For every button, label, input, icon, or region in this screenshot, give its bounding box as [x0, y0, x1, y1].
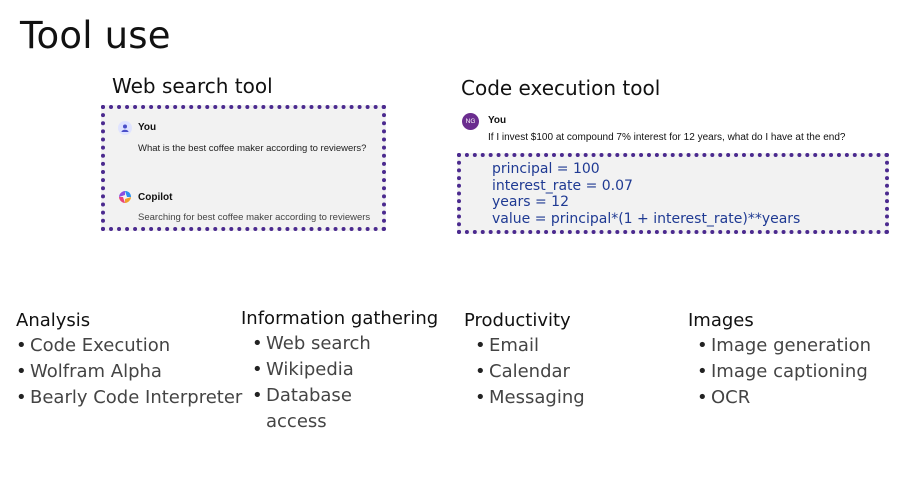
category-title: Information gathering — [241, 308, 439, 329]
category-title: Productivity — [464, 310, 571, 331]
code-exec-label: Code execution tool — [461, 76, 661, 100]
code-frame: principal = 100 interest_rate = 0.07 yea… — [457, 153, 889, 234]
user-avatar-icon — [118, 121, 132, 135]
code-line: interest_rate = 0.07 — [492, 177, 633, 194]
list-item: Messaging — [475, 385, 585, 411]
category-productivity: Productivity Email Calendar Messaging — [464, 310, 585, 411]
code-user-message: If I invest $100 at compound 7% interest… — [488, 132, 846, 143]
category-analysis: Analysis Code Execution Wolfram Alpha Be… — [16, 310, 242, 411]
assistant-name: Copilot — [138, 192, 173, 203]
list-item-text: access — [266, 411, 327, 432]
user-message: What is the best coffee maker according … — [138, 143, 367, 154]
category-title: Analysis — [16, 310, 91, 331]
list-item: Calendar — [475, 359, 585, 385]
list-item: Wikipedia — [252, 357, 438, 383]
list-item: Code Execution — [16, 333, 242, 359]
category-images: Images Image generation Image captioning… — [688, 310, 871, 411]
list-item: Database — [252, 383, 438, 409]
list-item: Email — [475, 333, 585, 359]
web-search-frame: You What is the best coffee maker accord… — [101, 105, 386, 231]
code-line: years = 12 — [492, 194, 569, 210]
code-block: principal = 100 interest_rate = 0.07 yea… — [492, 161, 800, 227]
list-item-continuation: access — [252, 409, 438, 435]
list-item: Image captioning — [697, 359, 871, 385]
category-title: Images — [688, 310, 754, 331]
copilot-logo-icon — [118, 190, 132, 204]
user-avatar-initials: NG — [462, 113, 479, 130]
list-item: Wolfram Alpha — [16, 359, 242, 385]
web-search-label: Web search tool — [112, 74, 273, 98]
assistant-message: Searching for best coffee maker accordin… — [138, 212, 371, 223]
list-item: Web search — [252, 331, 438, 357]
slide-title: Tool use — [20, 14, 171, 57]
code-user-name: You — [488, 115, 507, 126]
category-information-gathering: Information gathering Web search Wikiped… — [241, 308, 438, 435]
user-name: You — [138, 122, 157, 133]
code-line: value = principal*(1 + interest_rate)**y… — [492, 210, 801, 227]
list-item: Image generation — [697, 333, 871, 359]
list-item: Bearly Code Interpreter — [16, 385, 242, 411]
code-line: principal = 100 — [492, 161, 600, 177]
list-item: OCR — [697, 385, 871, 411]
